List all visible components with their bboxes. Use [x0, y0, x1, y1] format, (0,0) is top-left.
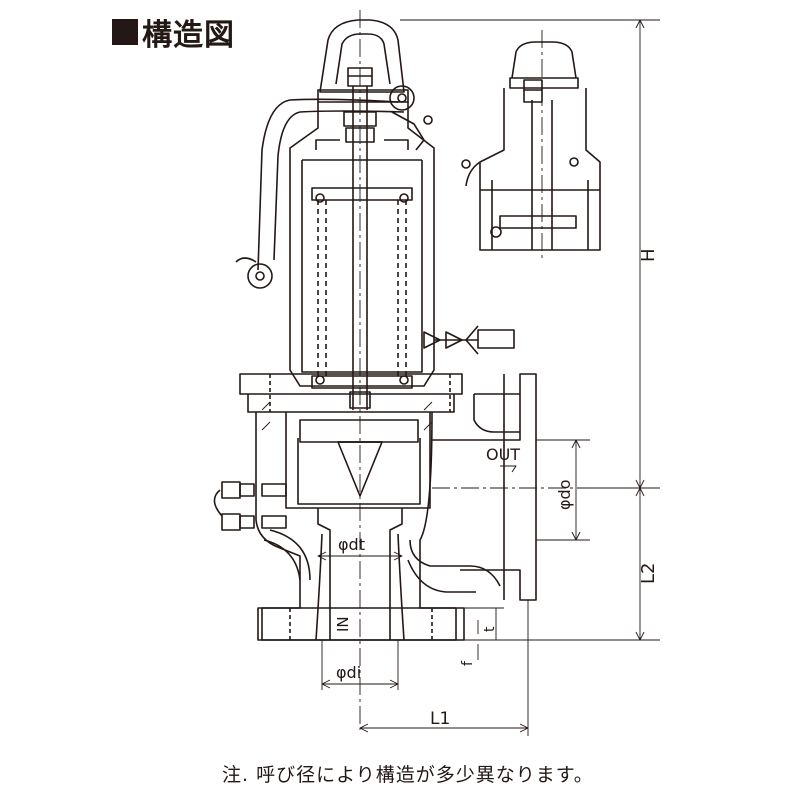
- dimension-lines: [317, 19, 660, 736]
- lower-spring-plate: [311, 375, 413, 389]
- dt-label: φdt: [338, 535, 365, 554]
- title-square-mark: [112, 19, 138, 45]
- test-gag-fitting: [423, 325, 515, 355]
- di-label: φdi: [336, 663, 361, 682]
- f-label: f: [460, 660, 476, 666]
- spring-housing-outline: [289, 102, 435, 387]
- L2-label: L2: [638, 563, 659, 584]
- dimension-labels: OUT φdo H L2 φdt IN φdi L1 t f: [334, 248, 659, 729]
- inset-alternate-cap-detail: [461, 30, 601, 262]
- t-label: t: [482, 626, 498, 632]
- upper-spring-plate: [311, 187, 413, 201]
- inlet-flange: [257, 607, 465, 641]
- title-text: 構造図: [142, 18, 235, 53]
- inlet-nozzle: [317, 508, 403, 640]
- lever-pin-right: [389, 85, 415, 111]
- drain-plug-fittings: [213, 481, 311, 581]
- cap-outline: [319, 19, 405, 93]
- main-valve-section: [213, 10, 600, 730]
- outlet-branch: [432, 373, 537, 601]
- lever-arm: [257, 98, 399, 271]
- note-text: 注. 呼び径により構造が多少異なります。: [222, 764, 594, 786]
- spring-hidden-lines: [317, 200, 407, 376]
- section-title: 構造図: [112, 10, 235, 54]
- out-label: OUT: [486, 445, 520, 464]
- inlet-label: IN: [334, 616, 352, 632]
- do-label: φdo: [555, 480, 574, 511]
- disc-holder: [299, 419, 419, 443]
- H-label: H: [638, 248, 659, 262]
- body-flange: [239, 373, 463, 395]
- L1-label: L1: [430, 709, 450, 729]
- lever-pin-left: [247, 263, 273, 289]
